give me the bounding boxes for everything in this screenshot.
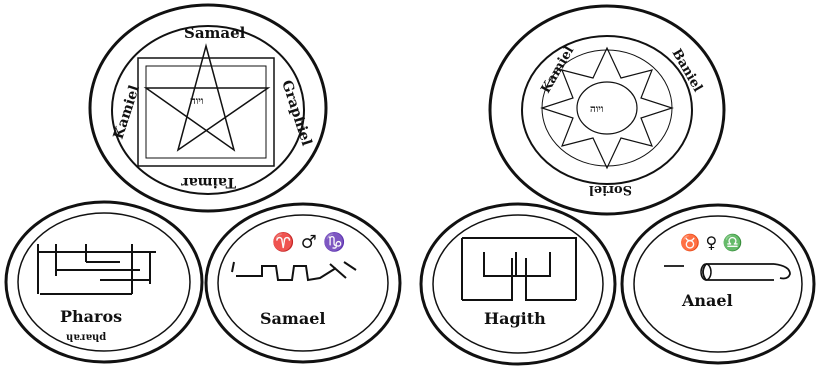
samael-label: Samael bbox=[260, 309, 325, 328]
pharos-inner-ring bbox=[18, 213, 190, 351]
right-seal-name-right: Baniel bbox=[669, 47, 706, 95]
samael-sigil bbox=[232, 262, 356, 280]
right-seal-name-bottom: Soriel bbox=[589, 182, 632, 197]
left-seal-square-inner bbox=[146, 66, 266, 158]
pharos-sub-label: ɥɐɹɐɥd bbox=[66, 332, 106, 343]
left-seal-pentagram bbox=[146, 46, 268, 150]
right-seal-center-glyph: ויוה bbox=[590, 104, 604, 115]
hagith-sigil bbox=[462, 238, 576, 300]
right-large-seal: ויוה Kamiel Baniel Soriel bbox=[490, 6, 724, 214]
hagith-seal: Hagith bbox=[421, 204, 615, 364]
samael-glyphs: ♈ ♂ ♑ bbox=[272, 231, 346, 253]
anael-glyphs: ♉ ♀ ♎ bbox=[680, 233, 743, 252]
anael-outer-ring bbox=[622, 205, 814, 363]
pharos-seal: Pharos ɥɐɹɐɥd bbox=[6, 202, 202, 362]
samael-outer-ring bbox=[206, 204, 400, 362]
left-large-seal: ויוה Samael Graphiel Taimar Kamiel bbox=[90, 5, 326, 211]
left-seal-square bbox=[138, 58, 274, 166]
left-seal-name-top: Samael bbox=[184, 24, 246, 42]
pharos-sigil bbox=[38, 244, 156, 294]
right-seal-name-left: Kamiel bbox=[538, 44, 577, 96]
anael-seal: ♉ ♀ ♎ Anael bbox=[622, 205, 814, 363]
hagith-outer-ring bbox=[421, 204, 615, 364]
samael-seal: ♈ ♂ ♑ Samael bbox=[206, 204, 400, 362]
anael-scroll bbox=[664, 264, 790, 280]
hagith-label: Hagith bbox=[484, 309, 546, 328]
hagith-inner-ring bbox=[433, 215, 603, 353]
left-seal-name-right: Graphiel bbox=[278, 78, 314, 148]
left-seal-center-glyph: ויוה bbox=[190, 96, 204, 107]
left-seal-name-bottom: Taimar bbox=[181, 174, 236, 190]
pharos-label: Pharos bbox=[60, 307, 122, 326]
right-seal-center-ring bbox=[577, 82, 637, 134]
anael-label: Anael bbox=[681, 291, 733, 310]
